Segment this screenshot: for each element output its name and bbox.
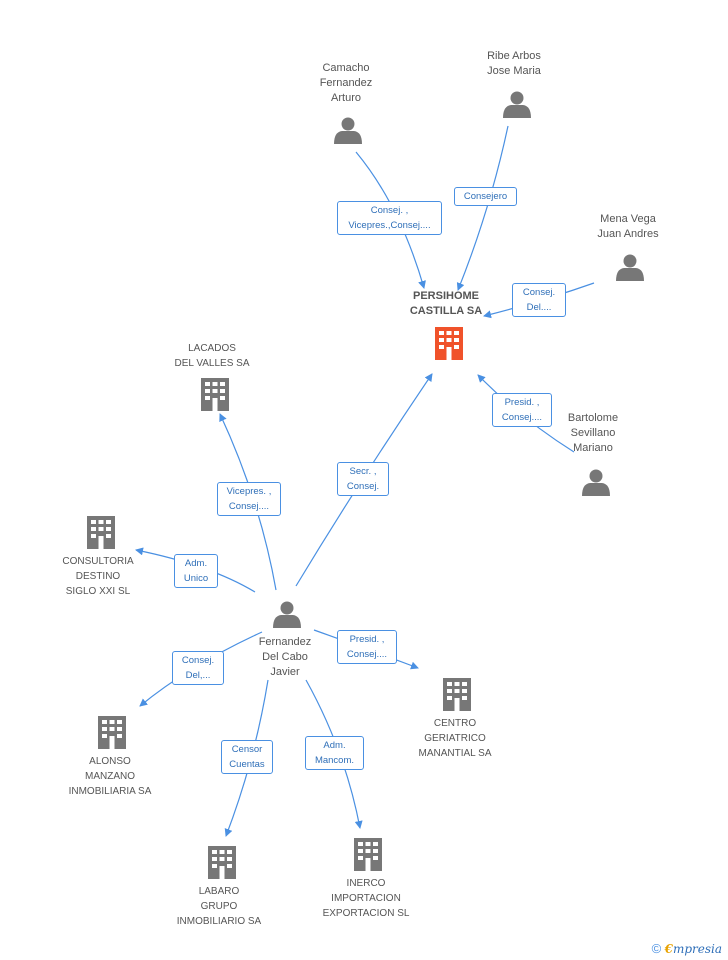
label-line: Del Cabo [262, 651, 308, 663]
label-line: GERIATRICO [424, 733, 486, 744]
edge-label-line: Consej. [522, 287, 556, 298]
edge-label-fernandez-lacados[interactable]: Vicepres. , Consej.... [217, 482, 281, 516]
edge-label-fernandez-labaro[interactable]: Censor Cuentas [221, 740, 273, 774]
label-line: GRUPO [200, 901, 238, 912]
edge-label-line: Presid. , [504, 397, 540, 408]
edge-label-line: Mancom. [314, 755, 355, 766]
label-line: Juan Andres [597, 228, 659, 240]
person-label-mena[interactable]: Mena Vega Juan Andres [597, 212, 658, 242]
brand-footer[interactable]: © €mpresia [652, 941, 722, 956]
label-line: Camacho [322, 62, 370, 74]
edge-label-fernandez-inerco[interactable]: Adm. Mancom. [305, 736, 364, 770]
center-name-line: CASTILLA SA [409, 305, 483, 317]
copyright-icon: © [651, 941, 662, 956]
company-label-labaro[interactable]: LABARO GRUPO INMOBILIARIO SA [177, 884, 261, 929]
building-icon[interactable] [87, 516, 115, 549]
label-line: INMOBILIARIA SA [68, 786, 152, 797]
label-line: INMOBILIARIO SA [176, 916, 262, 927]
edge-label-bartolome-center[interactable]: Presid. , Consej.... [492, 393, 552, 427]
edge-label-camacho-center[interactable]: Consej. , Vicepres.,Consej.... [337, 201, 442, 235]
label-line: Javier [270, 666, 300, 678]
center-name-line: PERSIHOME [412, 290, 479, 302]
label-line: INERCO [346, 878, 386, 889]
edge-label-fernandez-consultoria[interactable]: Adm. Unico [174, 554, 218, 588]
label-line: SIGLO XXI SL [65, 586, 131, 597]
label-line: CONSULTORIA [62, 556, 134, 567]
edge-label-line: Cuentas [229, 759, 265, 770]
edge-label-line: Unico [183, 573, 209, 584]
label-line: ALONSO [89, 756, 131, 767]
edge-label-line: Consej.... [228, 501, 270, 512]
edge-label-line: Vicepres.,Consej.... [348, 220, 431, 231]
building-icon[interactable] [354, 838, 382, 871]
edge-label-mena-center[interactable]: Consej. Del.... [512, 283, 566, 317]
edge-label-line: Adm. [184, 558, 208, 569]
label-line: MANANTIAL SA [418, 748, 492, 759]
edge-label-fernandez-centro[interactable]: Presid. , Consej.... [337, 630, 397, 664]
label-line: Arturo [331, 92, 361, 104]
label-line: MANZANO [85, 771, 135, 782]
edge-label-line: Consej. , [370, 205, 409, 216]
company-label-inerco[interactable]: INERCO IMPORTACION EXPORTACION SL [323, 876, 410, 921]
company-label-lacados[interactable]: LACADOS DEL VALLES SA [174, 341, 249, 371]
label-line: CENTRO [433, 718, 477, 729]
building-icon[interactable] [443, 678, 471, 711]
label-line: Bartolome [567, 412, 619, 424]
label-line: Fernandez [319, 77, 373, 89]
company-label-alonso[interactable]: ALONSO MANZANO INMOBILIARIA SA [69, 754, 152, 799]
label-line: DESTINO [75, 571, 121, 582]
person-icon[interactable] [273, 601, 301, 629]
building-icon[interactable] [201, 378, 229, 411]
edge-label-line: Presid. , [349, 634, 385, 645]
edge-label-ribe-center[interactable]: Consejero [454, 187, 517, 206]
label-line: Ribe Arbos [487, 50, 541, 62]
edge-label-line: Consej. [346, 481, 380, 492]
edge-label-line: Vicepres. , [226, 486, 272, 497]
brand-logo: €mpresia [664, 942, 722, 956]
label-line: Jose Maria [487, 65, 541, 77]
edge-label-fernandez-alonso[interactable]: Consej. Del,... [172, 651, 224, 685]
label-line: Sevillano [570, 427, 616, 439]
person-icon[interactable] [334, 117, 362, 145]
building-icon[interactable] [435, 327, 463, 360]
edge-label-line: Consejero [463, 191, 508, 202]
label-line: IMPORTACION [331, 893, 401, 904]
person-label-fernandez[interactable]: Fernandez Del Cabo Javier [259, 635, 312, 680]
center-company-label[interactable]: PERSIHOME CASTILLA SA [410, 289, 482, 319]
company-label-centro[interactable]: CENTRO GERIATRICO MANANTIAL SA [419, 716, 492, 761]
person-label-camacho[interactable]: Camacho Fernandez Arturo [320, 61, 373, 106]
edge-label-line: Censor [231, 744, 263, 755]
edge-label-fernandez-center[interactable]: Secr. , Consej. [337, 462, 389, 496]
label-line: Mena Vega [600, 213, 656, 225]
edge-label-line: Consej. [181, 655, 215, 666]
company-label-consultoria[interactable]: CONSULTORIA DESTINO SIGLO XXI SL [62, 554, 133, 599]
person-icon[interactable] [582, 469, 610, 497]
edge-label-line: Adm. [323, 740, 346, 751]
person-icon[interactable] [616, 254, 644, 282]
edge-label-line: Consej.... [346, 649, 388, 660]
label-line: Fernandez [258, 636, 312, 648]
edge-label-line: Consej.... [501, 412, 543, 423]
label-line: DEL VALLES SA [174, 358, 250, 369]
building-icon[interactable] [208, 846, 236, 879]
label-line: EXPORTACION SL [322, 908, 410, 919]
person-icon[interactable] [503, 91, 531, 119]
edge-label-line: Secr. , [349, 466, 377, 477]
label-line: LACADOS [188, 343, 236, 354]
person-label-ribe[interactable]: Ribe Arbos Jose Maria [487, 49, 541, 79]
edge-label-line: Del,... [185, 670, 211, 681]
label-line: LABARO [198, 886, 240, 897]
edge-ribe-center [456, 125, 509, 291]
building-icon[interactable] [98, 716, 126, 749]
edge-label-line: Del.... [526, 302, 552, 313]
person-label-bartolome[interactable]: Bartolome Sevillano Mariano [568, 411, 618, 456]
label-line: Mariano [573, 442, 613, 454]
